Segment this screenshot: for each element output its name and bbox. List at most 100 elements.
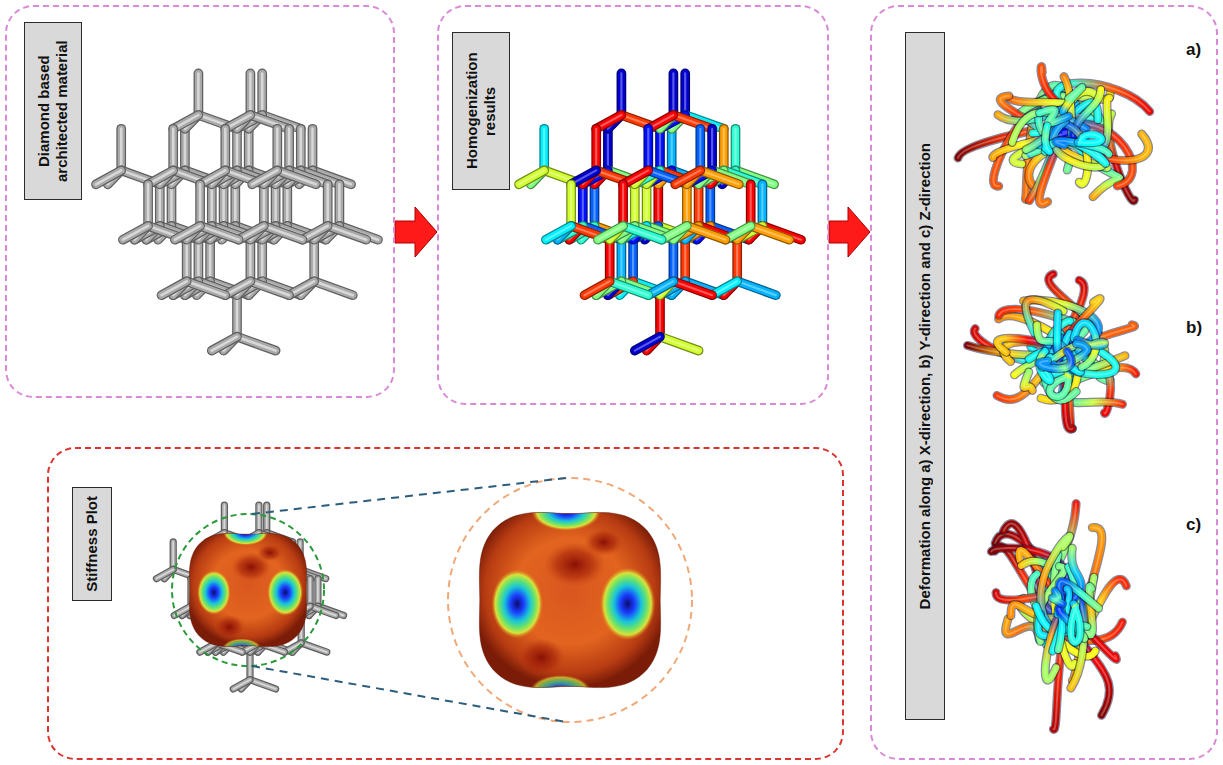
strut xyxy=(672,240,674,282)
strut xyxy=(175,226,200,240)
strut xyxy=(246,73,256,115)
strut xyxy=(317,579,319,607)
strut xyxy=(598,226,623,240)
strut xyxy=(250,115,289,129)
stiffness-surface xyxy=(190,533,307,646)
leader-line xyxy=(252,478,566,514)
strut xyxy=(632,240,634,282)
strut xyxy=(170,129,177,171)
strut xyxy=(162,281,187,295)
strut xyxy=(233,680,250,689)
strut xyxy=(309,240,319,282)
strut xyxy=(211,184,214,226)
strut xyxy=(257,240,267,282)
strut xyxy=(118,129,125,171)
strut xyxy=(288,129,291,171)
strut xyxy=(233,680,250,689)
strut xyxy=(668,129,675,171)
strut xyxy=(669,240,679,282)
sub-label: a) xyxy=(1186,40,1201,60)
strut xyxy=(261,73,264,115)
panel-title: Homogenization results xyxy=(463,41,499,181)
strut xyxy=(635,337,660,351)
strut xyxy=(249,240,252,282)
strut xyxy=(181,129,188,171)
strut xyxy=(306,579,313,607)
surface-shading xyxy=(197,521,303,660)
strut xyxy=(324,184,331,226)
strut xyxy=(593,129,600,171)
strut xyxy=(259,240,266,282)
strut xyxy=(276,129,279,171)
strut xyxy=(687,226,726,240)
leader-line xyxy=(252,666,566,722)
strut xyxy=(310,606,336,615)
strut xyxy=(175,226,200,240)
strut xyxy=(623,226,662,240)
strut xyxy=(672,73,674,115)
strut xyxy=(610,281,649,295)
strut xyxy=(635,337,660,351)
strut xyxy=(157,569,174,578)
strut xyxy=(187,281,226,295)
strut xyxy=(196,184,203,226)
strut xyxy=(195,240,202,282)
dark-patch xyxy=(257,544,282,561)
strut xyxy=(144,184,151,226)
strut xyxy=(732,129,739,171)
block-arrow xyxy=(829,207,870,257)
strut xyxy=(263,184,266,226)
strut xyxy=(301,643,327,652)
strut xyxy=(737,281,776,295)
tube xyxy=(1063,87,1082,111)
strut xyxy=(175,226,200,240)
label-box: Homogenization results xyxy=(452,32,510,190)
strut xyxy=(257,73,267,115)
strut xyxy=(655,129,665,171)
strut xyxy=(212,337,237,351)
strut xyxy=(667,129,677,171)
strut xyxy=(200,226,239,240)
strut xyxy=(683,184,690,226)
strut xyxy=(673,281,712,295)
strut xyxy=(310,606,336,615)
strut xyxy=(546,226,571,240)
strut xyxy=(656,295,663,337)
dark-patch xyxy=(517,638,565,676)
strut xyxy=(700,170,739,184)
sub-label: b) xyxy=(1186,318,1202,338)
strut xyxy=(255,505,262,533)
strut xyxy=(720,129,727,171)
strut xyxy=(623,226,662,240)
strut xyxy=(673,281,712,295)
deformed-lattice-x xyxy=(958,66,1150,204)
strut xyxy=(311,129,314,171)
low-stiffness-spot xyxy=(222,638,262,659)
strut xyxy=(617,73,627,115)
strut xyxy=(723,129,725,171)
low-stiffness-spot xyxy=(532,492,601,530)
strut xyxy=(593,184,595,226)
strut xyxy=(657,184,659,226)
strut xyxy=(669,73,679,115)
strut xyxy=(157,569,174,578)
strut xyxy=(680,240,690,282)
strut xyxy=(232,184,239,226)
strut xyxy=(311,240,318,282)
strut xyxy=(336,184,343,226)
strut xyxy=(301,643,327,652)
strut xyxy=(250,281,289,295)
strut xyxy=(266,505,268,533)
strut xyxy=(233,129,240,171)
tube-highlight xyxy=(1024,372,1033,390)
sub-label: c) xyxy=(1186,515,1201,535)
strut xyxy=(582,184,584,226)
tube xyxy=(1045,126,1049,152)
strut xyxy=(653,184,663,226)
strut xyxy=(610,281,649,295)
strut xyxy=(308,579,313,607)
strut xyxy=(286,184,289,226)
surface-shading xyxy=(491,492,655,707)
strut xyxy=(237,337,276,351)
